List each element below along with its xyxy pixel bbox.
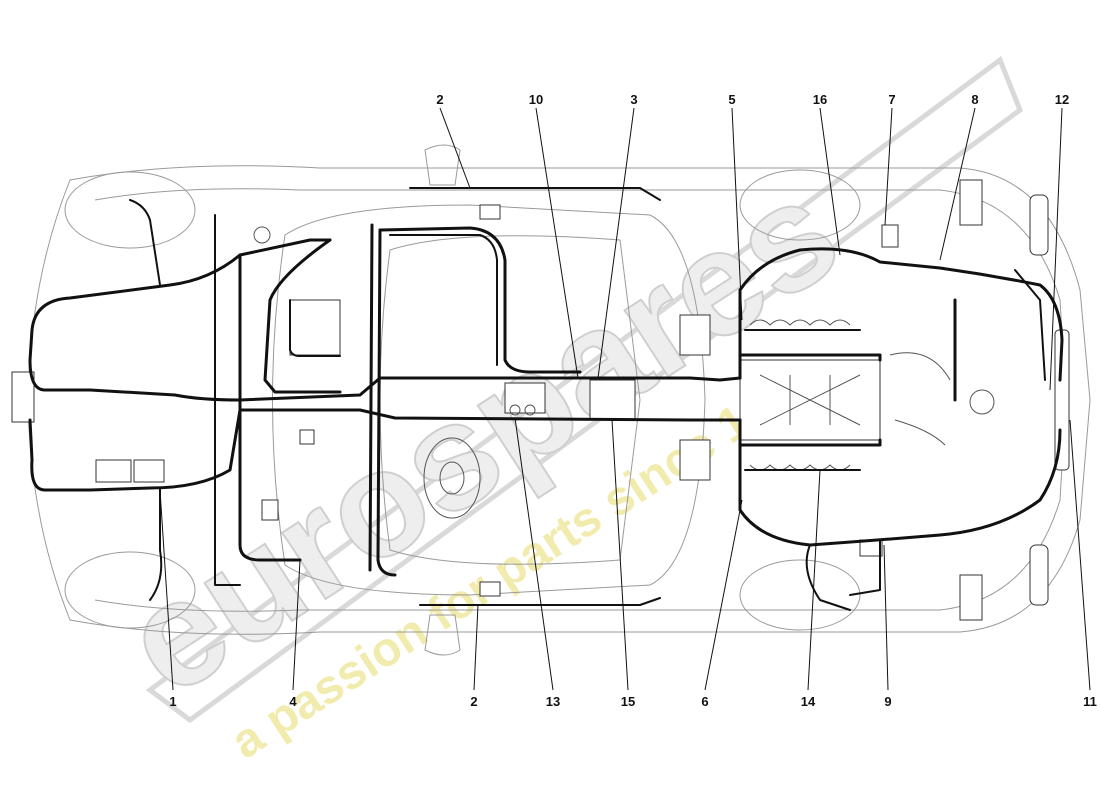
components (11, 179, 983, 621)
callout-6: 6 (701, 694, 708, 709)
callout-11: 11 (1083, 694, 1097, 709)
callout-2-top: 2 (436, 92, 443, 107)
callouts: 2 10 3 5 16 7 8 12 1 4 2 13 15 6 14 9 11 (169, 92, 1096, 709)
callout-1: 1 (169, 694, 176, 709)
callout-5: 5 (728, 92, 735, 107)
callout-9: 9 (884, 694, 891, 709)
watermark-band (145, 56, 1024, 724)
callout-14: 14 (801, 694, 816, 709)
wiring-harness (28, 187, 1064, 611)
callout-10: 10 (529, 92, 543, 107)
callout-13: 13 (546, 694, 560, 709)
callout-12: 12 (1055, 92, 1069, 107)
callout-15: 15 (621, 694, 635, 709)
callout-4: 4 (289, 694, 297, 709)
callout-3: 3 (630, 92, 637, 107)
callout-7: 7 (888, 92, 895, 107)
callout-8: 8 (971, 92, 978, 107)
watermark: eurospares a passion for parts since 197… (95, 56, 1024, 769)
callout-16: 16 (813, 92, 827, 107)
leader-lines (159, 107, 1091, 691)
callout-2-bottom: 2 (470, 694, 477, 709)
